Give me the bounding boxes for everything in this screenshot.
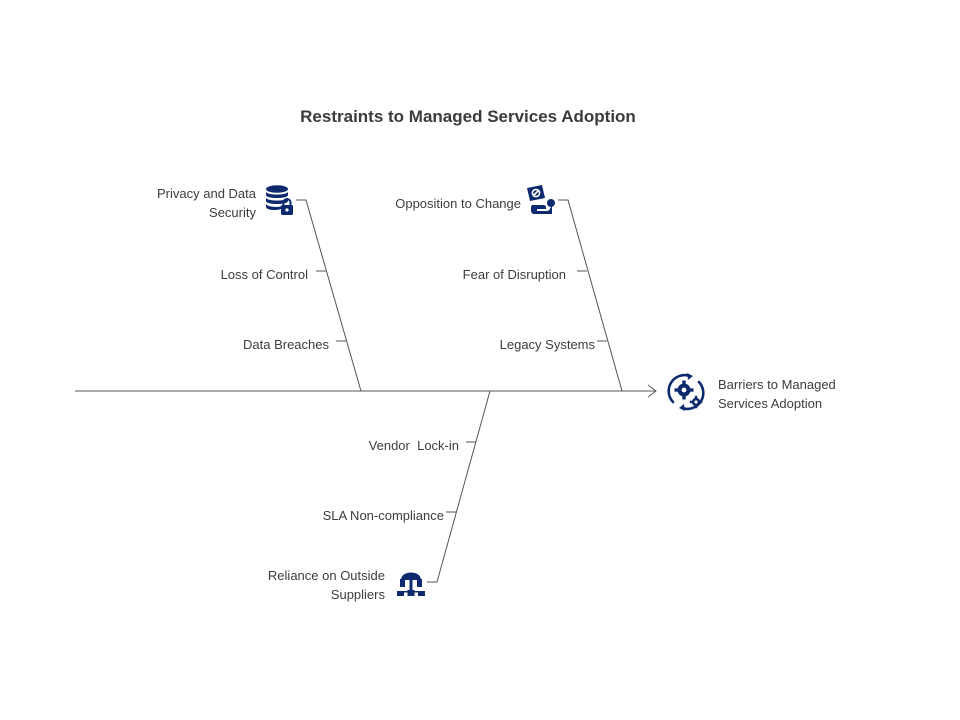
cause-fear-of-disruption: Fear of Disruption xyxy=(462,267,566,282)
cause-data-breaches: Data Breaches xyxy=(243,337,329,352)
category-label-suppliers: Reliance on Outside Suppliers xyxy=(267,568,385,602)
cause-sla-non-compliance: SLA Non-compliance xyxy=(322,508,444,523)
cause-loss-of-control: Loss of Control xyxy=(220,267,308,282)
bone-opposition xyxy=(558,199,623,392)
category-label-privacy: Privacy and Data Security xyxy=(157,186,256,220)
effect-label: Barriers to Managed Services Adoption xyxy=(718,377,836,411)
bone-suppliers xyxy=(427,390,491,583)
cause-vendor-lock-in: Vendor Lock-in xyxy=(368,438,459,453)
hand-block-icon xyxy=(527,185,555,214)
diagram-title: Restraints to Managed Services Adoption xyxy=(300,107,636,126)
category-label-opposition: Opposition to Change xyxy=(395,196,521,211)
database-lock-icon xyxy=(266,185,293,215)
bone-privacy xyxy=(296,199,362,392)
gears-cycle-icon xyxy=(667,373,705,411)
cause-legacy-systems: Legacy Systems xyxy=(499,337,595,352)
spine-arrowhead xyxy=(647,384,657,398)
supplier-network-icon xyxy=(397,572,425,596)
